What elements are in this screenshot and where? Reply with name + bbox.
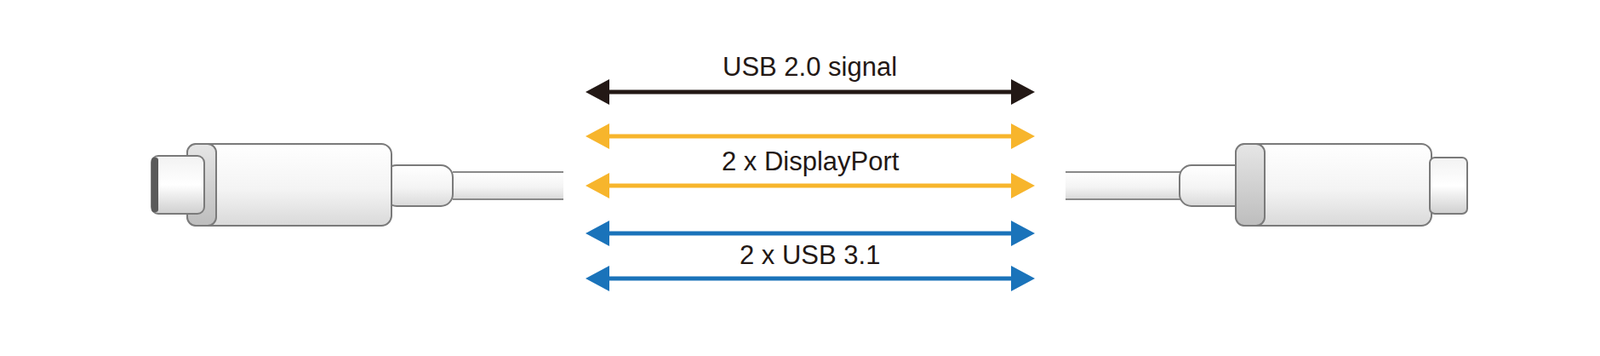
- tip-opening: [151, 157, 159, 212]
- signal-label: 2 x DisplayPort: [716, 146, 904, 178]
- left-usb-c-plug: [151, 143, 564, 226]
- signal-label: 2 x USB 3.1: [734, 240, 886, 271]
- cable: [1065, 171, 1185, 200]
- plug-body: [187, 143, 392, 226]
- cable: [452, 171, 564, 200]
- right-usb-c-plug: [1065, 143, 1468, 226]
- displayport-arrow: [585, 123, 1035, 149]
- usb-c-tip: [151, 155, 205, 214]
- strain-relief: [384, 165, 453, 206]
- usb2-arrow: [585, 79, 1035, 105]
- signal-label: USB 2.0 signal: [717, 51, 903, 83]
- usb-c-tip: [1429, 157, 1468, 214]
- plug-collar: [1235, 143, 1265, 226]
- plug-body: [1235, 143, 1432, 226]
